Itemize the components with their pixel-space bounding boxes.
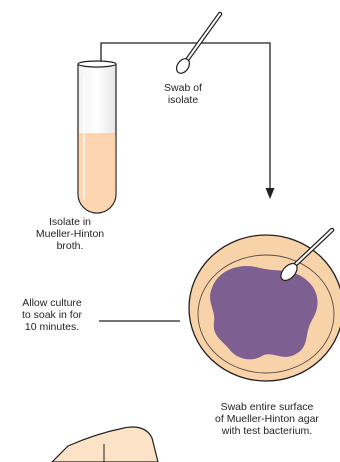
isolate-label-line-3: broth. [26,240,114,252]
test-tube-icon [78,61,116,213]
arrow-down-icon [266,188,275,199]
swab-label-line-1: Swab of [148,82,218,94]
soak-label-line-3: 10 minutes. [2,321,102,333]
surface-label-line-2: of Mueller-Hinton agar [194,413,340,425]
soak-label-line-2: to soak in for [2,309,102,321]
surface-label-line-3: with test bacterium. [194,425,340,437]
culture-smear [210,266,317,359]
swab-surface-label: Swab entire surface of Mueller-Hinton ag… [194,401,340,437]
swab-of-isolate-label: Swab of isolate [148,82,218,106]
petri-dish-icon [189,235,340,381]
swab-icon [174,14,220,76]
isolate-label-line-2: Mueller-Hinton [26,228,114,240]
isolate-label-line-1: Isolate in [26,216,114,228]
isolate-tube-label: Isolate in Mueller-Hinton broth. [26,216,114,252]
hand-icon [52,427,158,462]
swab-label-line-2: isolate [148,94,218,106]
soak-instruction-label: Allow culture to soak in for 10 minutes. [2,297,102,333]
surface-label-line-1: Swab entire surface [194,401,340,413]
soak-label-line-1: Allow culture [2,297,102,309]
